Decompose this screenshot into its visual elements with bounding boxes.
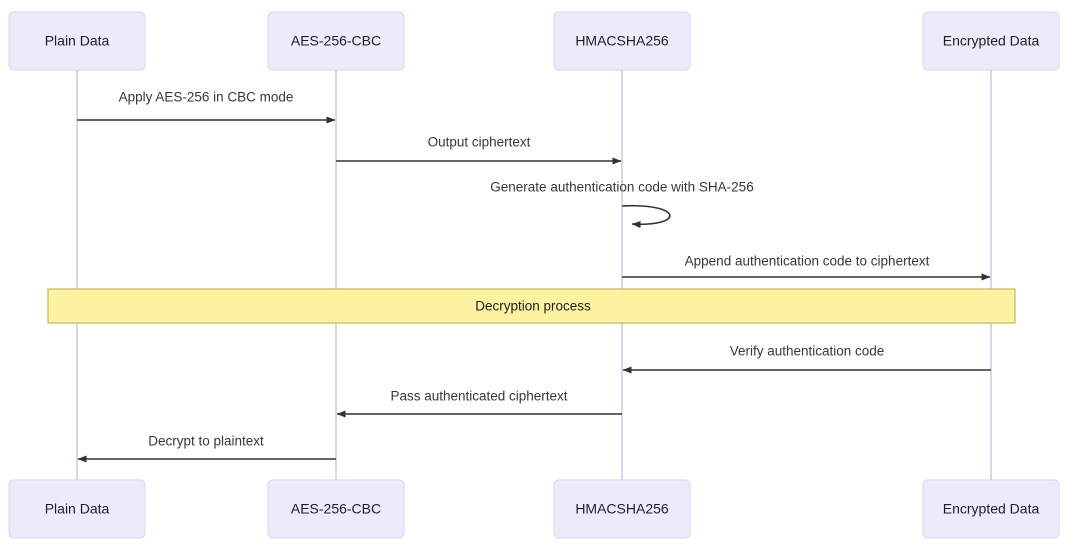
message-label-m7: Decrypt to plaintext xyxy=(148,434,264,449)
actor-bottom-plain[interactable]: Plain Data xyxy=(8,479,146,539)
message-m4[interactable]: Append authentication code to ciphertext xyxy=(622,254,991,281)
actor-box-enc[interactable] xyxy=(922,11,1060,71)
actor-label-hmac: HMACSHA256 xyxy=(575,501,669,517)
actor-label-plain: Plain Data xyxy=(45,501,110,517)
actor-label-enc: Encrypted Data xyxy=(943,501,1040,517)
actor-top-enc[interactable]: Encrypted Data xyxy=(922,11,1060,71)
actor-bottom-aes[interactable]: AES-256-CBC xyxy=(267,479,405,539)
note-box-n1[interactable] xyxy=(47,288,1016,324)
message-label-m5: Verify authentication code xyxy=(730,344,885,359)
message-m1[interactable]: Apply AES-256 in CBC mode xyxy=(77,90,336,124)
message-m7[interactable]: Decrypt to plaintext xyxy=(77,434,336,463)
message-label-m1: Apply AES-256 in CBC mode xyxy=(119,90,294,105)
actor-box-aes[interactable] xyxy=(267,11,405,71)
actor-label-aes: AES-256-CBC xyxy=(291,33,381,49)
actor-top-plain[interactable]: Plain Data xyxy=(8,11,146,71)
actor-box-enc[interactable] xyxy=(922,479,1060,539)
message-m3[interactable]: Generate authentication code with SHA-25… xyxy=(490,180,754,228)
message-m2[interactable]: Output ciphertext xyxy=(336,135,622,165)
actor-top-hmac[interactable]: HMACSHA256 xyxy=(553,11,691,71)
actor-box-hmac[interactable] xyxy=(553,11,691,71)
message-label-m2: Output ciphertext xyxy=(428,135,531,150)
note-label-n1: Decryption process xyxy=(475,299,591,314)
actor-bottom-enc[interactable]: Encrypted Data xyxy=(922,479,1060,539)
message-label-m6: Pass authenticated ciphertext xyxy=(390,389,567,404)
actor-label-enc: Encrypted Data xyxy=(943,33,1040,49)
actor-box-plain[interactable] xyxy=(8,11,146,71)
actor-label-hmac: HMACSHA256 xyxy=(575,33,669,49)
actor-box-plain[interactable] xyxy=(8,479,146,539)
message-m6[interactable]: Pass authenticated ciphertext xyxy=(336,389,622,418)
actor-box-aes[interactable] xyxy=(267,479,405,539)
message-m5[interactable]: Verify authentication code xyxy=(622,344,991,374)
actor-label-plain: Plain Data xyxy=(45,33,110,49)
message-self-loop-m3 xyxy=(621,204,671,228)
actor-box-hmac[interactable] xyxy=(553,479,691,539)
actor-label-aes: AES-256-CBC xyxy=(291,501,381,517)
message-label-m3: Generate authentication code with SHA-25… xyxy=(490,180,753,195)
actor-top-aes[interactable]: AES-256-CBC xyxy=(267,11,405,71)
notes-layer: Decryption process xyxy=(47,288,1016,324)
lifelines-layer xyxy=(76,70,992,480)
note-n1[interactable]: Decryption process xyxy=(47,288,1016,324)
message-label-m4: Append authentication code to ciphertext xyxy=(685,254,930,269)
actor-bottom-hmac[interactable]: HMACSHA256 xyxy=(553,479,691,539)
